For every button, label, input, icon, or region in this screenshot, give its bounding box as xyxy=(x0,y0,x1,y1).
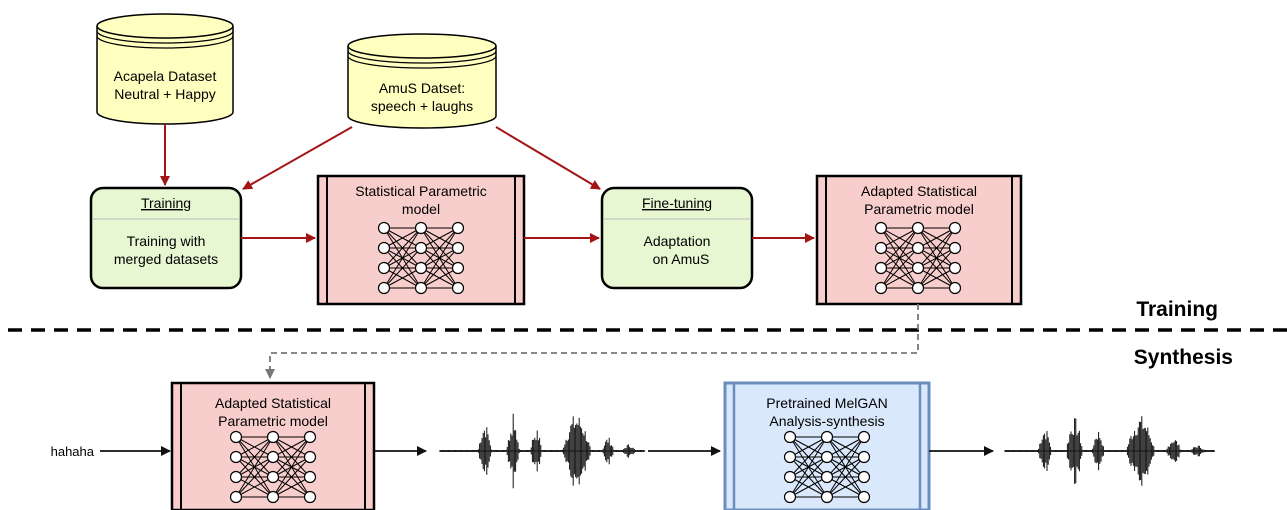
adapted-model: Adapted Statistical Parametric model xyxy=(815,174,1023,306)
synthesis-adapted-model-line1: Adapted Statistical xyxy=(215,395,331,411)
neural-network-icon xyxy=(229,430,317,504)
spm-model-line2: model xyxy=(402,201,440,217)
adapted-model-line1: Adapted Statistical xyxy=(861,183,977,199)
finetune-step-header: Fine-tuning xyxy=(642,195,712,211)
synthesis-adapted-model-line2: Parametric model xyxy=(218,413,328,429)
training-step-line2: merged datasets xyxy=(114,251,218,267)
acapela-dataset-line2: Neutral + Happy xyxy=(114,86,216,102)
neural-network-icon xyxy=(783,430,871,504)
neural-network-icon xyxy=(377,221,465,295)
training-flow-arrows xyxy=(160,124,815,243)
synthesis-section-label: Synthesis xyxy=(1134,346,1233,369)
acapela-dataset-line1: Acapela Dataset xyxy=(114,68,217,84)
neural-network-icon xyxy=(874,221,962,295)
finetune-step-line2: on AmuS xyxy=(653,251,710,267)
melgan-line2: Analysis-synthesis xyxy=(769,413,884,429)
amus-dataset-line2: speech + laughs xyxy=(371,98,473,114)
training-step-line1: Training with xyxy=(127,233,206,249)
amus-dataset-line1: AmuS Datset: xyxy=(379,80,465,96)
finetune-step: Fine-tuning Adaptation on AmuS xyxy=(600,186,754,290)
audio-waveform-icon xyxy=(439,413,645,489)
synthesis-adapted-model: Adapted Statistical Parametric model xyxy=(170,381,376,510)
training-step-header: Training xyxy=(141,195,191,211)
melgan-vocoder: Pretrained MelGAN Analysis-synthesis xyxy=(723,381,931,510)
adapted-model-line2: Parametric model xyxy=(864,201,974,217)
training-section-label: Training xyxy=(1136,298,1218,321)
arrow-amus-to-finetune xyxy=(495,126,601,190)
arrow-amus-to-training xyxy=(242,126,353,190)
training-step: Training Training with merged datasets xyxy=(89,186,243,290)
adapted-model-transfer-connector xyxy=(265,304,919,379)
spm-model: Statistical Parametric model xyxy=(316,174,526,306)
spm-model-line1: Statistical Parametric xyxy=(355,183,486,199)
amus-dataset: AmuS Datset: speech + laughs xyxy=(347,33,497,129)
audio-waveform-icon xyxy=(1004,416,1215,486)
finetune-step-line1: Adaptation xyxy=(644,233,711,249)
melgan-line1: Pretrained MelGAN xyxy=(766,395,887,411)
acapela-dataset: Acapela Dataset Neutral + Happy xyxy=(96,13,234,125)
input-text: hahaha xyxy=(51,444,95,459)
